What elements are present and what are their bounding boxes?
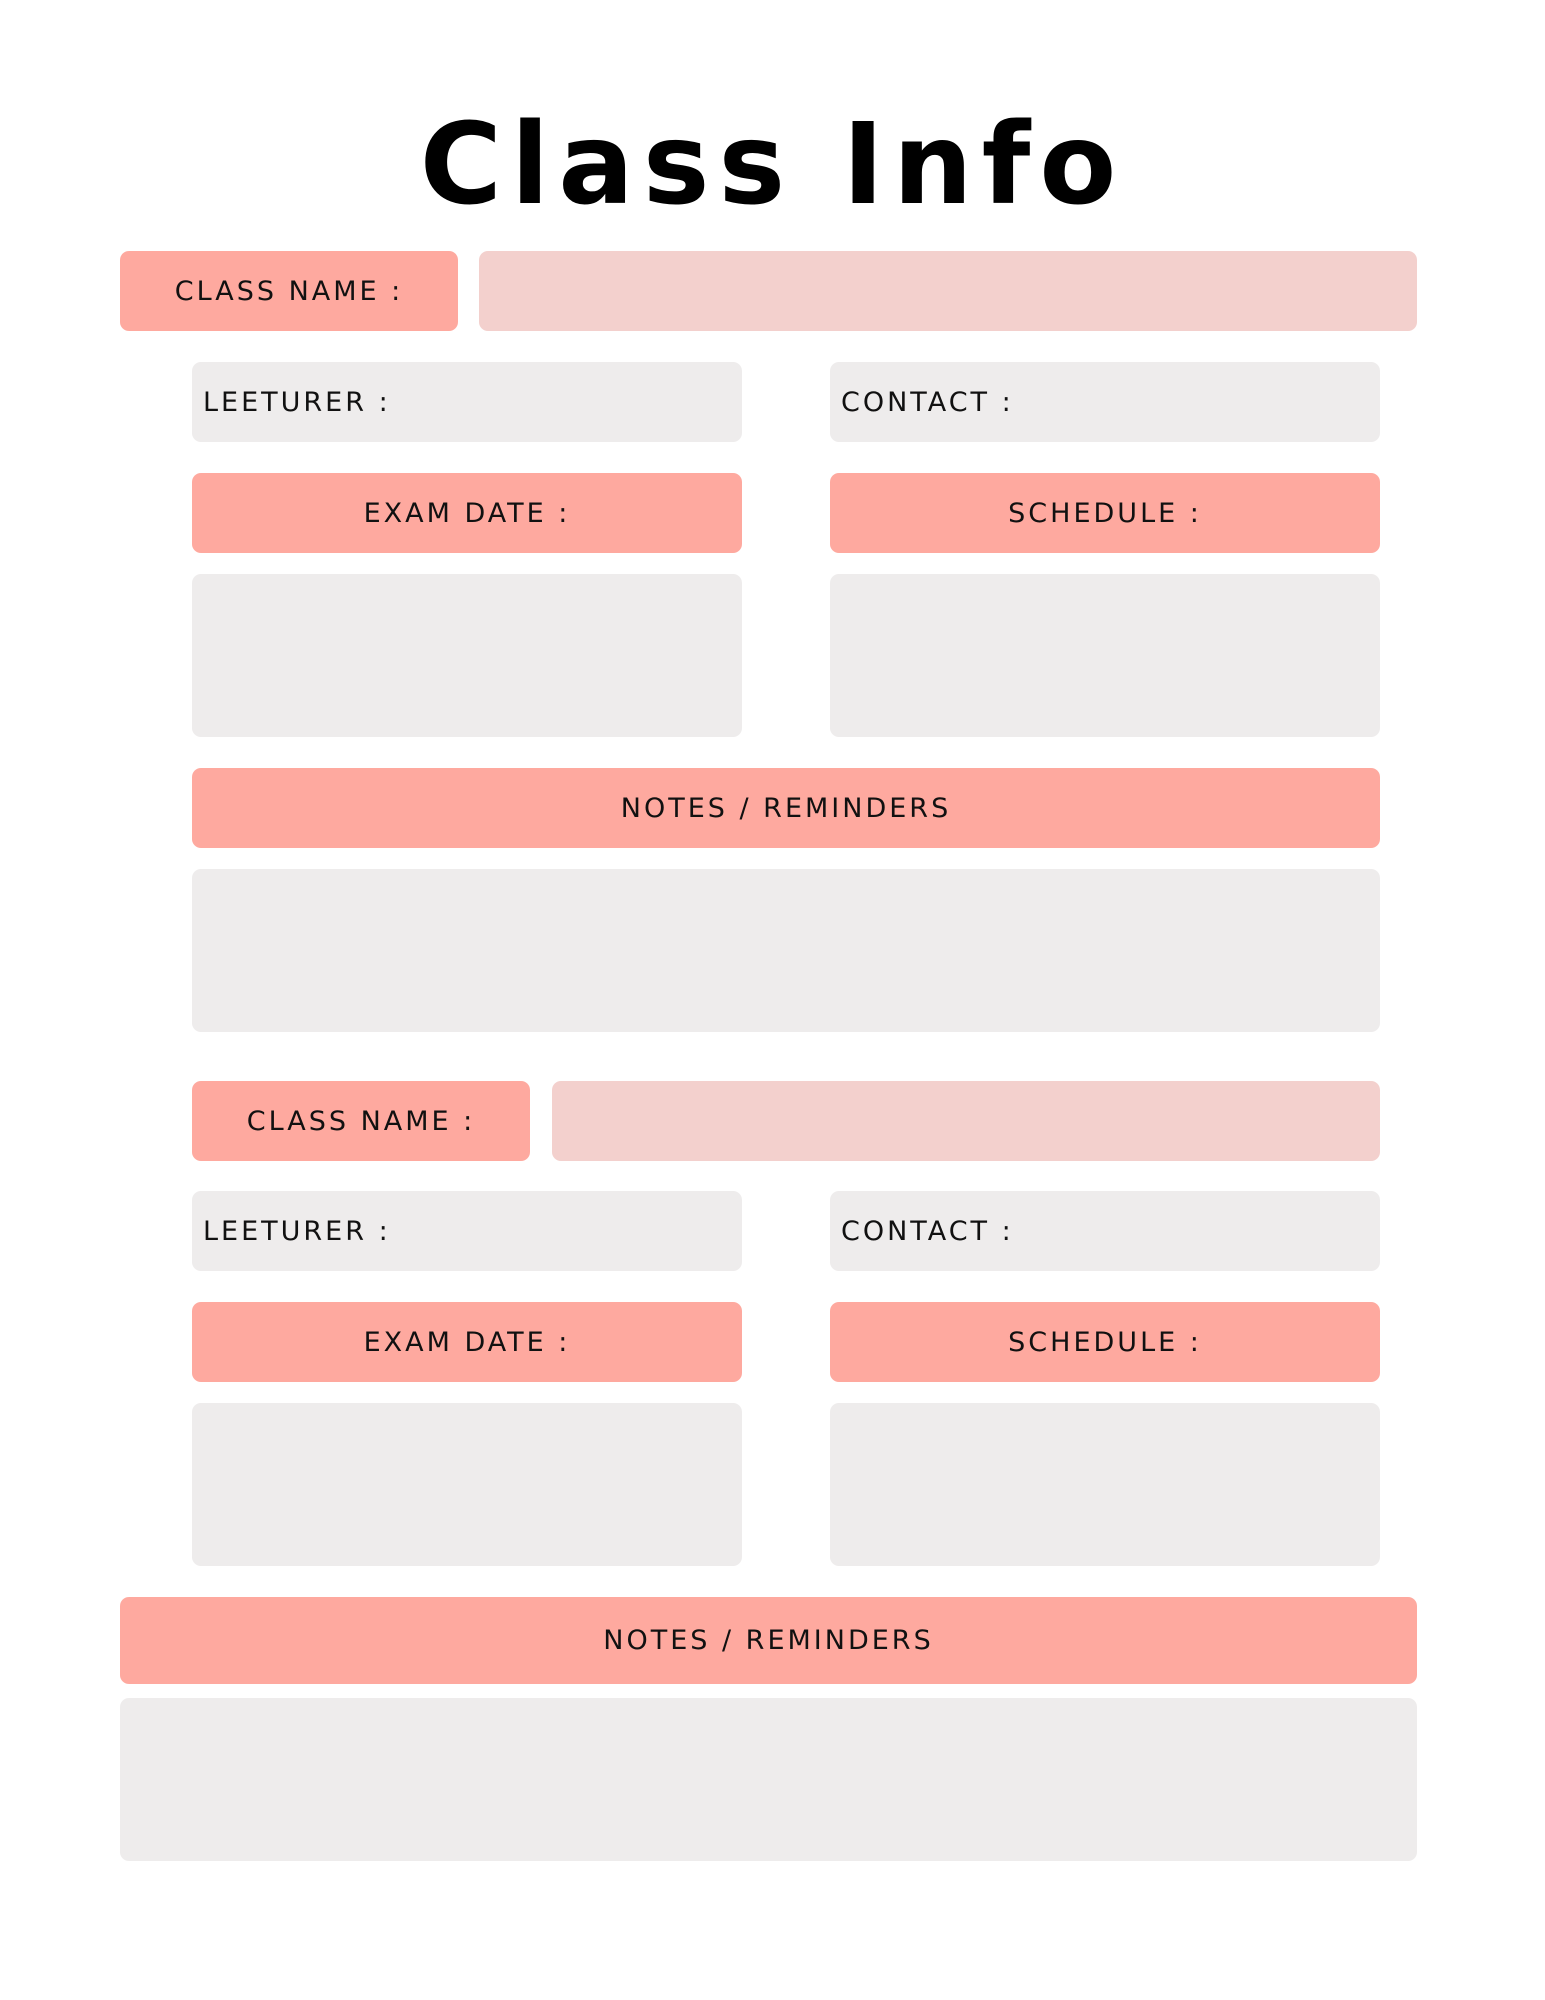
contact-field[interactable]: CONTACT :: [830, 1191, 1380, 1271]
page-title: Class Info: [419, 100, 1126, 230]
notes-reminders-field[interactable]: [120, 1698, 1417, 1861]
notes-reminders-field[interactable]: [192, 869, 1380, 1032]
notes-reminders-label: NOTES / REMINDERS: [120, 1597, 1417, 1684]
exam-date-label: EXAM DATE :: [192, 473, 742, 553]
exam-date-field[interactable]: [192, 574, 742, 737]
exam-date-field[interactable]: [192, 1403, 742, 1566]
lecturer-field[interactable]: LEETURER :: [192, 1191, 742, 1271]
class-name-label: CLASS NAME :: [120, 251, 458, 331]
schedule-field[interactable]: [830, 1403, 1380, 1566]
schedule-label: SCHEDULE :: [830, 473, 1380, 553]
lecturer-field[interactable]: LEETURER :: [192, 362, 742, 442]
schedule-field[interactable]: [830, 574, 1380, 737]
schedule-label: SCHEDULE :: [830, 1302, 1380, 1382]
class-name-label: CLASS NAME :: [192, 1081, 530, 1161]
class-name-field[interactable]: [479, 251, 1417, 331]
notes-reminders-label: NOTES / REMINDERS: [192, 768, 1380, 848]
exam-date-label: EXAM DATE :: [192, 1302, 742, 1382]
class-name-field[interactable]: [552, 1081, 1380, 1161]
contact-field[interactable]: CONTACT :: [830, 362, 1380, 442]
